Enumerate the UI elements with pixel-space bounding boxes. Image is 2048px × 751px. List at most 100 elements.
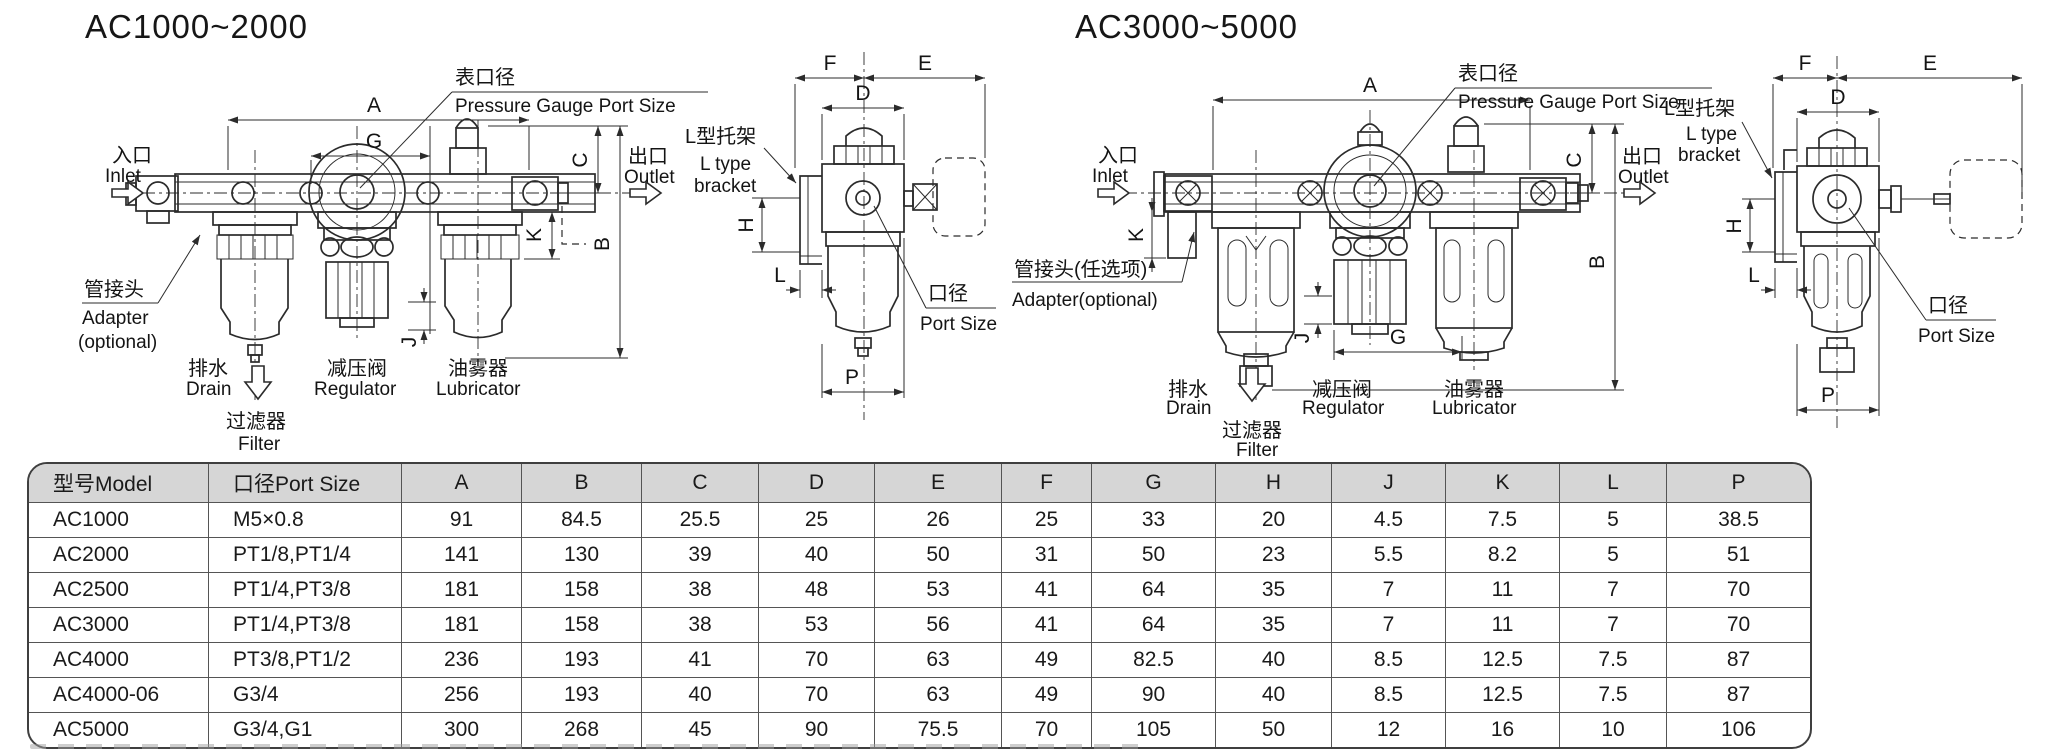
dimension-cell: 8.5 (1332, 643, 1446, 678)
drain-label-en: Drain (1166, 398, 1211, 419)
dimension-cell: 8.2 (1446, 538, 1560, 573)
inlet-label-en: Inlet (1092, 166, 1129, 187)
dimension-cell: 7.5 (1446, 503, 1560, 538)
dimension-cell: 35 (1216, 608, 1332, 643)
column-header: P (1667, 464, 1810, 503)
outlet-label-en: Outlet (1618, 167, 1669, 188)
dimension-cell: 7 (1332, 573, 1446, 608)
column-header: 口径Port Size (209, 464, 402, 503)
dim-label-a: A (367, 94, 381, 117)
regulator-label-cn: 减压阀 (327, 357, 387, 380)
inlet-arrow-icon (111, 180, 145, 206)
ac1000-side-view: F E D (685, 52, 997, 420)
dimension-cell: 35 (1216, 573, 1332, 608)
dimension-cell: 12 (1332, 713, 1446, 747)
dimension-cell: 26 (875, 503, 1002, 538)
column-header: A (402, 464, 522, 503)
ac3000-side-view: F E D (1664, 52, 2023, 428)
dimension-cell: 63 (875, 678, 1002, 713)
dimension-cell: 48 (759, 573, 875, 608)
dimension-cell: 7.5 (1560, 643, 1667, 678)
bracket-label-cn: L型托架 (1664, 97, 1735, 120)
dimension-cell: 25 (759, 503, 875, 538)
series-title-right: AC3000~5000 (1075, 8, 1298, 45)
dimension-cell: 87 (1667, 643, 1810, 678)
dimension-cell: 141 (402, 538, 522, 573)
dimension-cell: 50 (875, 538, 1002, 573)
dimension-cell: 53 (759, 608, 875, 643)
dimension-cell: 38 (642, 573, 759, 608)
dim-label-h: H (735, 217, 758, 232)
pressure-gauge-label-cn: 表口径 (1458, 62, 1518, 85)
regulator-label-en: Regulator (1302, 398, 1385, 419)
dimension-cell: 91 (402, 503, 522, 538)
drain-label-cn: 排水 (1168, 378, 1208, 401)
outlet-label-en: Outlet (624, 167, 675, 188)
dimension-cell: 12.5 (1446, 643, 1560, 678)
dimension-cell: 38.5 (1667, 503, 1810, 538)
model-cell: AC2500 (29, 573, 209, 608)
dimension-cell: 40 (1216, 643, 1332, 678)
adapter-optional-label-en: Adapter(optional) (1012, 290, 1158, 311)
dimension-cell: 40 (642, 678, 759, 713)
dimension-cell: 256 (402, 678, 522, 713)
column-header: D (759, 464, 875, 503)
dim-label-c: C (569, 152, 592, 167)
dimension-cell: 4.5 (1332, 503, 1446, 538)
dimension-cell: 20 (1216, 503, 1332, 538)
dimension-cell: 300 (402, 713, 522, 747)
port-size-label-en: Port Size (920, 314, 997, 335)
dimension-cell: 49 (1002, 678, 1092, 713)
dimension-cell: 7.5 (1560, 678, 1667, 713)
column-header: C (642, 464, 759, 503)
dim-label-f: F (1799, 52, 1812, 75)
dimension-cell: 25.5 (642, 503, 759, 538)
dimension-cell: 33 (1092, 503, 1216, 538)
dimension-cell: 130 (522, 538, 642, 573)
adapter-optional-label-cn: 管接头(任选项) (1014, 258, 1147, 281)
dim-label-d: D (1830, 86, 1845, 109)
bracket-label-en1: L type (700, 154, 751, 175)
inlet-label-en: Inlet (105, 166, 142, 187)
dimension-cell: 64 (1092, 573, 1216, 608)
filter-label-cn: 过滤器 (1222, 419, 1282, 442)
dimension-cell: 5 (1560, 538, 1667, 573)
outlet-label-cn: 出口 (628, 145, 668, 168)
filter-label-en: Filter (1236, 440, 1279, 461)
column-header: J (1332, 464, 1446, 503)
model-cell: AC4000 (29, 643, 209, 678)
pressure-gauge-label-en: Pressure Gauge Port Size (455, 96, 676, 117)
dim-label-b: B (1586, 255, 1609, 269)
column-header: H (1216, 464, 1332, 503)
dimension-cell: 11 (1446, 573, 1560, 608)
dim-label-c: C (1563, 152, 1586, 167)
dimension-cell: 5 (1560, 503, 1667, 538)
dimension-cell: 45 (642, 713, 759, 747)
dim-label-e: E (918, 52, 932, 75)
dimension-cell: 106 (1720, 718, 1757, 741)
inlet-label-cn: 入口 (1098, 145, 1138, 167)
column-header: F (1002, 464, 1092, 503)
dimension-cell: 16 (1446, 713, 1560, 747)
drain-label-en: Drain (186, 379, 231, 400)
filter-label-en: Filter (238, 434, 281, 455)
dim-label-k: K (523, 228, 546, 242)
dim-label-p: P (1821, 384, 1835, 407)
dim-label-h: H (1723, 218, 1746, 233)
dimension-cell: 63 (875, 643, 1002, 678)
bracket-label-en2: bracket (1678, 145, 1741, 166)
adapter-label-cn: 管接头 (84, 278, 144, 301)
dimension-cell: 12.5 (1446, 678, 1560, 713)
dimension-cell: 193 (522, 678, 642, 713)
column-header: G (1092, 464, 1216, 503)
dimension-cell: 7 (1560, 573, 1667, 608)
dimension-cell: 268 (522, 713, 642, 747)
dimension-cell: 158 (522, 608, 642, 643)
outlet-arrow-icon (629, 180, 663, 206)
